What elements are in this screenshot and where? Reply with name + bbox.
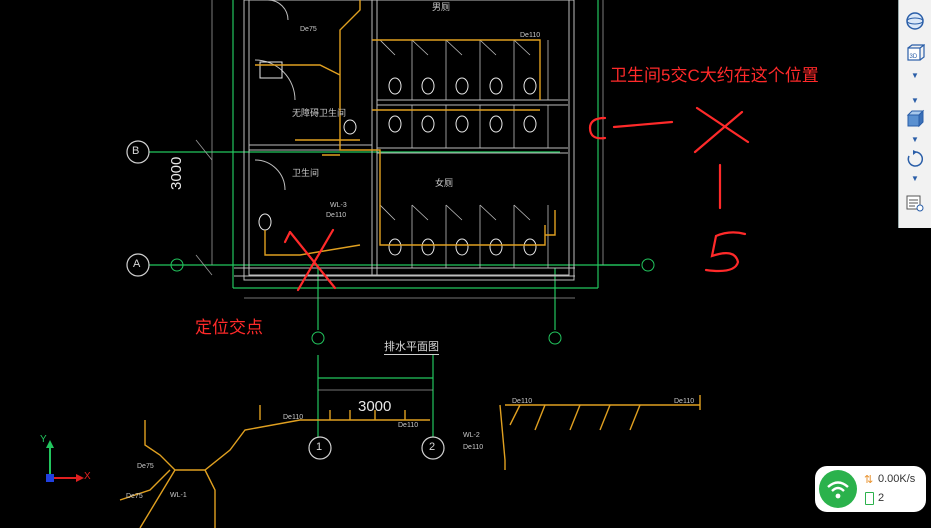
pipe-tag: De110 [326, 212, 347, 219]
pipe-tag: De110 [398, 422, 419, 429]
axis-bubbles [126, 140, 445, 460]
plan-pipes [255, 0, 556, 256]
grid-lines [195, 0, 604, 391]
pipe-tag: De110 [674, 398, 695, 405]
pipe-tag: De75 [137, 463, 154, 470]
view-toolbar: 3D ▼ ▼ ▼ ▼ [898, 0, 931, 228]
annotation-note-top: 卫生间5交C大约在这个位置 [610, 66, 819, 85]
toilet-fixtures [258, 61, 537, 256]
cube-icon[interactable] [903, 108, 927, 130]
orbit-icon[interactable] [903, 10, 927, 32]
pipe-tag: De110 [520, 32, 541, 39]
3d-view-icon[interactable]: 3D [903, 42, 927, 64]
room-label-janitor: 卫生间 [292, 168, 320, 178]
dropdown-arrow-icon[interactable]: ▼ [911, 96, 919, 105]
pipe-tag: De110 [463, 444, 484, 451]
annotation-note-bottom: 定位交点 [195, 318, 263, 337]
network-widget[interactable]: ⇅ 0.00K/s 2 [815, 466, 926, 512]
room-label-accessible: 无障碍卫生间 [292, 108, 347, 118]
dropdown-arrow-icon[interactable]: ▼ [911, 71, 919, 80]
axis-label-2: 2 [429, 441, 436, 453]
dropdown-arrow-icon[interactable]: ▼ [911, 174, 919, 183]
pipe-tag: De110 [512, 398, 533, 405]
pipe-tag: De75 [126, 493, 143, 500]
isometric-pipes [119, 395, 701, 528]
network-speed: 0.00K/s [878, 473, 916, 485]
wifi-icon [819, 470, 857, 508]
ucs-y-label: Y [40, 434, 47, 445]
pipe-tag: WL-1 [170, 492, 187, 499]
3d-badge: 3D [910, 54, 918, 60]
axis-label-1: 1 [316, 441, 323, 453]
pipe-tag: WL-3 [330, 202, 347, 209]
dimension-horizontal: 3000 [358, 398, 392, 415]
dimension-vertical: 3000 [168, 156, 185, 190]
room-label-womens: 女厕 [435, 178, 454, 188]
properties-icon[interactable] [903, 192, 927, 214]
ucs-icon [46, 440, 84, 482]
annotation-strokes [283, 106, 750, 292]
device-count: 2 [878, 492, 885, 504]
room-label-mens: 男厕 [432, 2, 451, 12]
axis-label-a: A [133, 258, 141, 270]
ucs-x-label: X [84, 471, 91, 482]
axis-label-b: B [132, 145, 140, 157]
pipe-tag: De75 [300, 26, 317, 33]
walls [234, 0, 575, 281]
pipe-tag: De110 [283, 414, 304, 421]
drawing-title: 排水平面图 [384, 338, 439, 355]
pipe-tag: WL-2 [463, 432, 480, 439]
small-axis-bubbles [170, 258, 655, 345]
device-icon [865, 492, 874, 505]
building-outline [148, 0, 640, 440]
transfer-arrows-icon: ⇅ [864, 474, 874, 486]
upper-stalls [379, 39, 549, 268]
rotate-icon[interactable] [903, 148, 927, 170]
dropdown-arrow-icon[interactable]: ▼ [911, 135, 919, 144]
